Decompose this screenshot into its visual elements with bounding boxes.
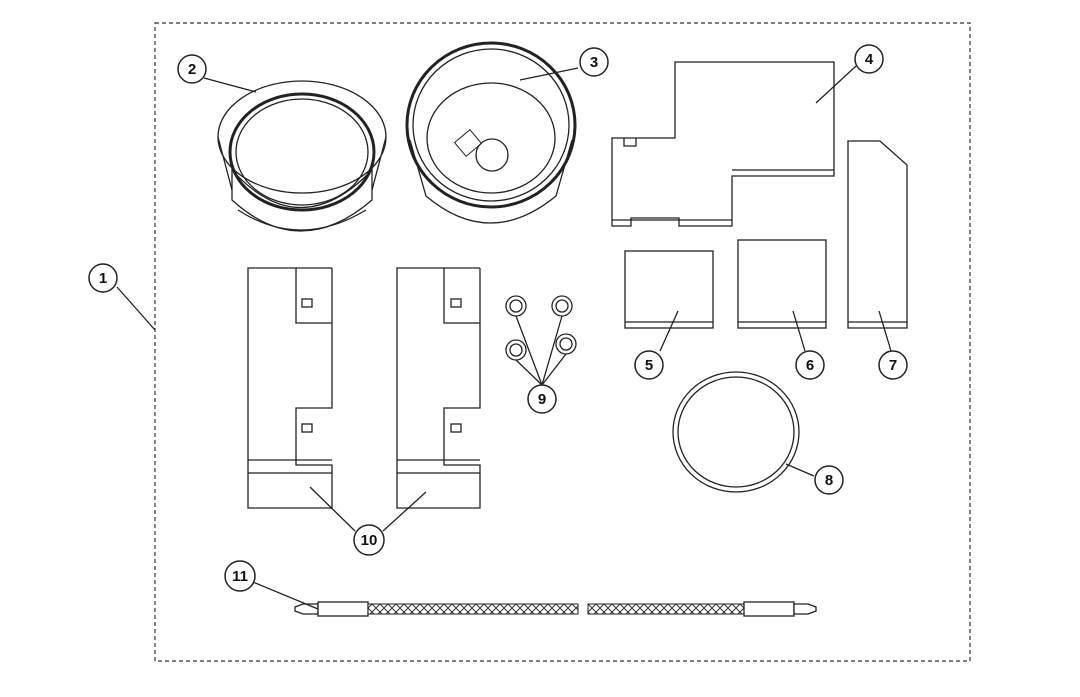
callout-label-9: 9 bbox=[538, 391, 546, 408]
part-8-o-ring bbox=[672, 371, 800, 493]
part-10-bracket-right bbox=[396, 267, 481, 509]
callout-8: 8 bbox=[814, 465, 844, 495]
callout-label-1: 1 bbox=[99, 270, 107, 287]
callout-label-5: 5 bbox=[645, 357, 653, 374]
callout-7: 7 bbox=[878, 350, 908, 380]
callout-9: 9 bbox=[527, 384, 557, 414]
callout-10: 10 bbox=[353, 524, 385, 556]
callout-label-2: 2 bbox=[188, 61, 196, 78]
callout-label-8: 8 bbox=[825, 472, 833, 489]
part-7-strip bbox=[847, 140, 908, 329]
part-10-bracket-left bbox=[247, 267, 333, 509]
part-5-block bbox=[624, 250, 714, 329]
callout-6: 6 bbox=[795, 350, 825, 380]
part-3-cup bbox=[405, 41, 577, 224]
part-2-sleeve bbox=[217, 80, 387, 232]
part-4-panel bbox=[611, 61, 835, 227]
part-9-rings bbox=[505, 295, 577, 361]
cup-label-mark bbox=[453, 128, 483, 158]
part-6-block bbox=[737, 239, 827, 329]
kit-boundary bbox=[154, 22, 971, 662]
callout-3: 3 bbox=[579, 47, 609, 77]
callout-label-4: 4 bbox=[865, 51, 874, 68]
part-11-hose bbox=[294, 601, 817, 617]
callout-label-10: 10 bbox=[361, 532, 378, 549]
callout-label-11: 11 bbox=[232, 568, 248, 585]
callout-label-3: 3 bbox=[590, 54, 598, 71]
callout-label-6: 6 bbox=[806, 357, 814, 374]
callout-4: 4 bbox=[854, 44, 884, 74]
callout-5: 5 bbox=[634, 350, 664, 380]
leader-lines bbox=[116, 65, 892, 610]
callout-1: 1 bbox=[88, 263, 118, 293]
callout-label-7: 7 bbox=[889, 357, 897, 374]
callout-11: 11 bbox=[224, 560, 256, 592]
callout-2: 2 bbox=[177, 54, 207, 84]
